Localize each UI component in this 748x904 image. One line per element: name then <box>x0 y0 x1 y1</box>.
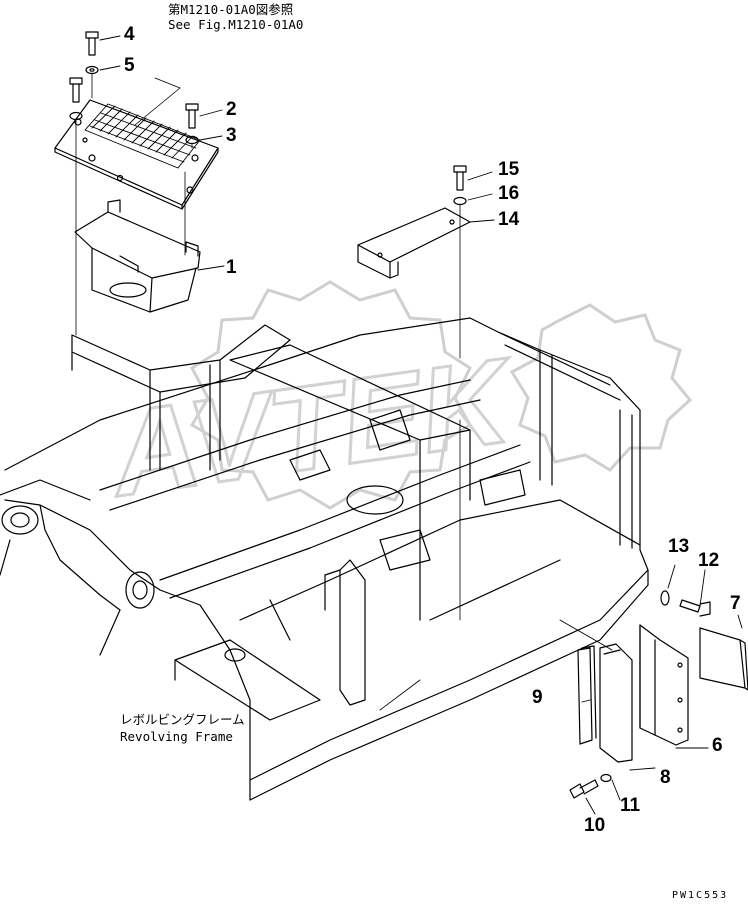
box-bracket <box>74 199 201 313</box>
bolt-4 <box>85 31 99 56</box>
washer-3 <box>185 135 199 145</box>
bolt-10 <box>569 779 599 799</box>
part-label-15: 15 <box>498 159 520 180</box>
washer-13 <box>660 590 670 606</box>
part-label-1: 1 <box>226 257 237 278</box>
part-label-7: 7 <box>730 593 741 614</box>
frame-label-jp: レボルビングフレーム <box>120 712 245 727</box>
part-label-10: 10 <box>584 815 606 836</box>
strip-9 <box>577 645 597 745</box>
drawing-code: PW1C553 <box>672 890 729 901</box>
part-label-5: 5 <box>124 55 135 76</box>
leader-lines <box>99 35 743 815</box>
revolving-frame <box>0 317 649 801</box>
bolt-15 <box>453 165 467 191</box>
part-label-4: 4 <box>124 24 135 45</box>
part-label-9: 9 <box>532 687 543 708</box>
part-label-13: 13 <box>668 536 690 557</box>
part-label-12: 12 <box>698 550 720 571</box>
part-label-14: 14 <box>498 209 520 230</box>
part-label-3: 3 <box>226 125 237 146</box>
frame-label-en: Revolving Frame <box>120 729 233 744</box>
cover-plate-14 <box>357 207 471 279</box>
part-label-11: 11 <box>620 795 641 816</box>
washer-16 <box>453 196 467 206</box>
part-label-6: 6 <box>712 735 723 756</box>
bolt-2 <box>185 103 199 129</box>
reference-note-jp: 第M1210-01A0図参照 <box>168 2 294 17</box>
part-label-2: 2 <box>226 99 237 120</box>
washer-5 <box>85 65 99 75</box>
washer-11 <box>600 773 612 783</box>
bolt-12 <box>679 599 711 617</box>
cover-7 <box>699 627 748 691</box>
bracket-6 <box>639 624 689 746</box>
bolt-left <box>69 77 83 121</box>
plate-8 <box>599 643 633 763</box>
reference-note-en: See Fig.M1210-01A0 <box>168 17 304 32</box>
part-label-16: 16 <box>498 183 520 204</box>
grille-cover <box>54 99 219 210</box>
part-label-8: 8 <box>660 767 671 788</box>
